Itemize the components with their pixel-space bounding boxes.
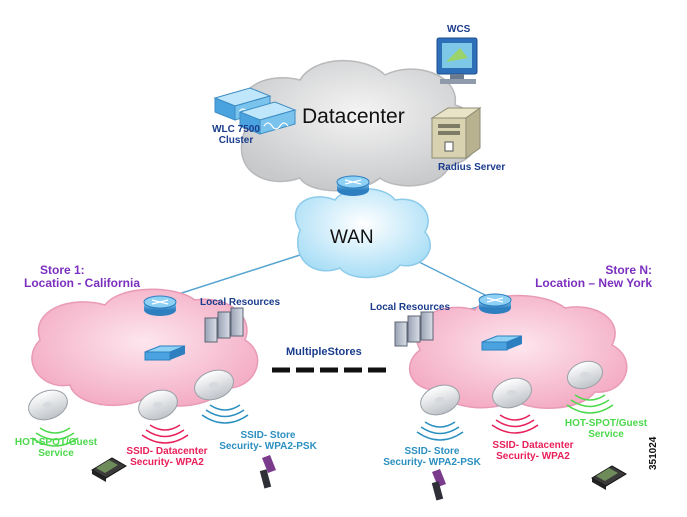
datacenter-router-icon (336, 175, 370, 196)
storeN-hotspot-label: HOT-SPOT/Guest Service (556, 418, 656, 440)
store1-router-icon (143, 295, 177, 316)
store1-hotspot-wifi-icon (31, 427, 79, 447)
wan-label: WAN (330, 227, 374, 248)
storeN-router-icon (478, 293, 512, 314)
figure-id: 351024 (648, 436, 659, 470)
store1-access-point-2-icon (138, 389, 178, 421)
storeN-switch-icon (481, 335, 523, 351)
storeN-hotspot-line2: Service (588, 429, 624, 440)
storeN-access-point-1-icon (420, 384, 460, 416)
storeN-ssid-datacenter-line2: Security- WPA2 (496, 451, 570, 462)
storeN-ssid-store-wifi-icon (416, 421, 464, 441)
store1-ssid-store-line1: SSID- Store (240, 430, 296, 441)
store1-ssid-store-wifi-icon (201, 404, 249, 424)
wlc-label: WLC 7500 Cluster (206, 124, 266, 146)
storeN-local-resources-label: Local Resources (370, 302, 451, 313)
store1-local-resources-icon (204, 307, 244, 343)
storeN-title-line2: Location – New York (535, 276, 652, 291)
store1-access-point-1-icon (28, 389, 68, 421)
store1-handheld-scanner-icon (259, 455, 276, 489)
store1-laptop-icon (91, 457, 127, 482)
storeN-ssid-store-label: SSID- Store Security- WPA2-PSK (372, 446, 492, 468)
store1-title: Store 1: Location - California (24, 263, 141, 291)
store1-ssid-store-label: SSID- Store Security- WPA2-PSK (208, 430, 328, 452)
store1-hotspot-line1: HOT-SPOT/Guest (14, 437, 98, 448)
wan-cloud (294, 188, 431, 279)
storeN-ssid-datacenter-line1: SSID- Datacenter (492, 440, 574, 451)
storeN-access-point-3-icon (567, 360, 603, 390)
store1-hotspot-label: HOT-SPOT/Guest Service (6, 437, 106, 459)
radius-server-icon (430, 107, 482, 159)
store1-ssid-datacenter-wifi-icon (141, 424, 189, 444)
wlc-label-line2: Cluster (218, 135, 254, 146)
storeN-hotspot-line1: HOT-SPOT/Guest (564, 418, 648, 429)
store1-title-line1: Store 1: (40, 263, 85, 277)
store1-title-line2: Location - California (24, 276, 141, 291)
store1-ssid-store-line2: Security- WPA2-PSK (219, 441, 317, 452)
wan-store1-link (159, 254, 301, 301)
storeN-title: Store N: Location – New York (532, 263, 652, 291)
storeN-hotspot-wifi-icon (566, 394, 614, 414)
store1-hotspot-line2: Service (38, 448, 74, 459)
store1-ssid-datacenter-line2: Security- WPA2 (130, 457, 204, 468)
radius-server-label: Radius Server (438, 162, 506, 173)
storeN-laptop-icon (591, 465, 627, 490)
storeN-ssid-datacenter-label: SSID- Datacenter Security- WPA2 (478, 440, 588, 462)
storeN-ssid-store-line1: SSID- Store (404, 446, 460, 457)
multiple-stores-label: MultipleStores (286, 346, 362, 358)
store1-ssid-datacenter-label: SSID- Datacenter Security- WPA2 (112, 446, 222, 468)
store1-access-point-3-icon (194, 369, 234, 401)
storeN-ssid-store-line2: Security- WPA2-PSK (383, 457, 481, 468)
storeN-handheld-scanner-icon (431, 469, 446, 501)
store1-ssid-datacenter-line1: SSID- Datacenter (126, 446, 208, 457)
storeN-access-point-2-icon (492, 377, 532, 409)
storeN-title-line1: Store N: (605, 263, 652, 277)
wcs-monitor-icon (436, 37, 478, 84)
storeN-local-resources-icon (394, 311, 434, 347)
storeN-ssid-datacenter-wifi-icon (491, 414, 539, 434)
wlc-label-line1: WLC 7500 (212, 124, 260, 135)
store1-switch-icon (144, 345, 186, 361)
wcs-label: WCS (447, 24, 471, 35)
store1-local-resources-label: Local Resources (200, 297, 281, 308)
datacenter-label: Datacenter (302, 105, 405, 128)
wlc-controller-icon (213, 87, 297, 135)
